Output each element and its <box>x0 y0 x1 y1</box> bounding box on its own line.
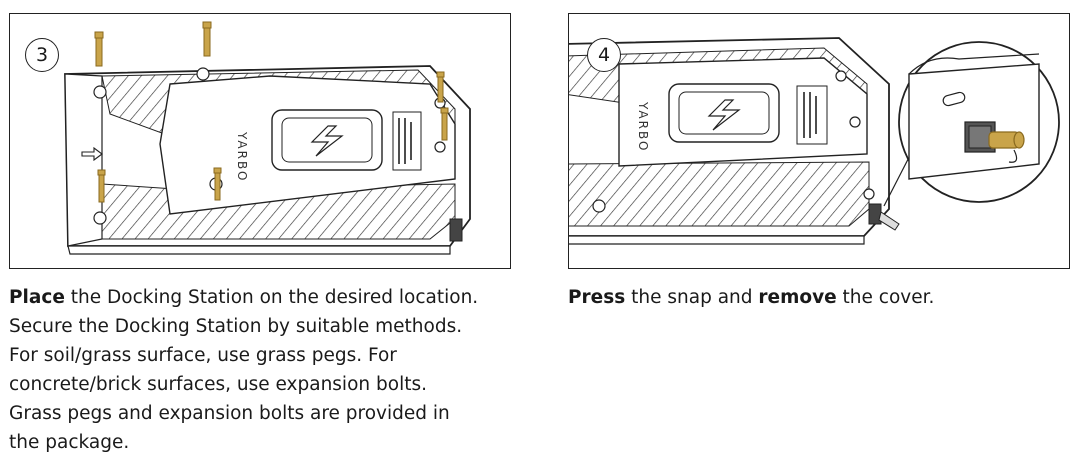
step-number-badge: 3 <box>25 38 59 72</box>
grass-peg-icon <box>94 21 449 203</box>
caption-text: the cover. <box>836 287 935 308</box>
caption-line: Place the Docking Station on the desired… <box>9 283 539 312</box>
step-3-illustration: YARBO 3 <box>9 13 511 269</box>
snap-cover-icon <box>988 131 1025 163</box>
docking-station-cover-illustration: YARBO <box>569 37 1060 245</box>
step-number-badge: 4 <box>587 38 621 72</box>
caption-bold-lead: Place <box>9 287 65 308</box>
caption-line: concrete/brick surfaces, use expansion b… <box>9 374 427 395</box>
caption-text: the snap and <box>625 287 759 308</box>
caption-bold: remove <box>758 287 837 308</box>
caption-bold: Press <box>568 287 626 308</box>
yarbo-brand-mark: YARBO <box>636 101 650 152</box>
caption-line: For soil/grass surface, use grass pegs. … <box>9 345 397 366</box>
step-4-illustration: YARBO 4 <box>568 13 1070 269</box>
caption-line: Secure the Docking Station by suitable m… <box>9 316 463 337</box>
caption-line: Grass pegs and expansion bolts are provi… <box>9 403 450 424</box>
caption-text: the Docking Station on the desired locat… <box>64 287 479 308</box>
step-4-caption: Press the snap and remove the cover. <box>568 283 1068 312</box>
step-3-caption: Place the Docking Station on the desired… <box>9 283 539 457</box>
docking-station-pegs-illustration: YARBO <box>64 21 471 255</box>
caption-line: Press the snap and remove the cover. <box>568 283 1068 312</box>
yarbo-brand-mark: YARBO <box>235 131 249 182</box>
caption-line: the package. <box>9 432 130 453</box>
zoomed-connector-detail <box>908 53 1040 180</box>
